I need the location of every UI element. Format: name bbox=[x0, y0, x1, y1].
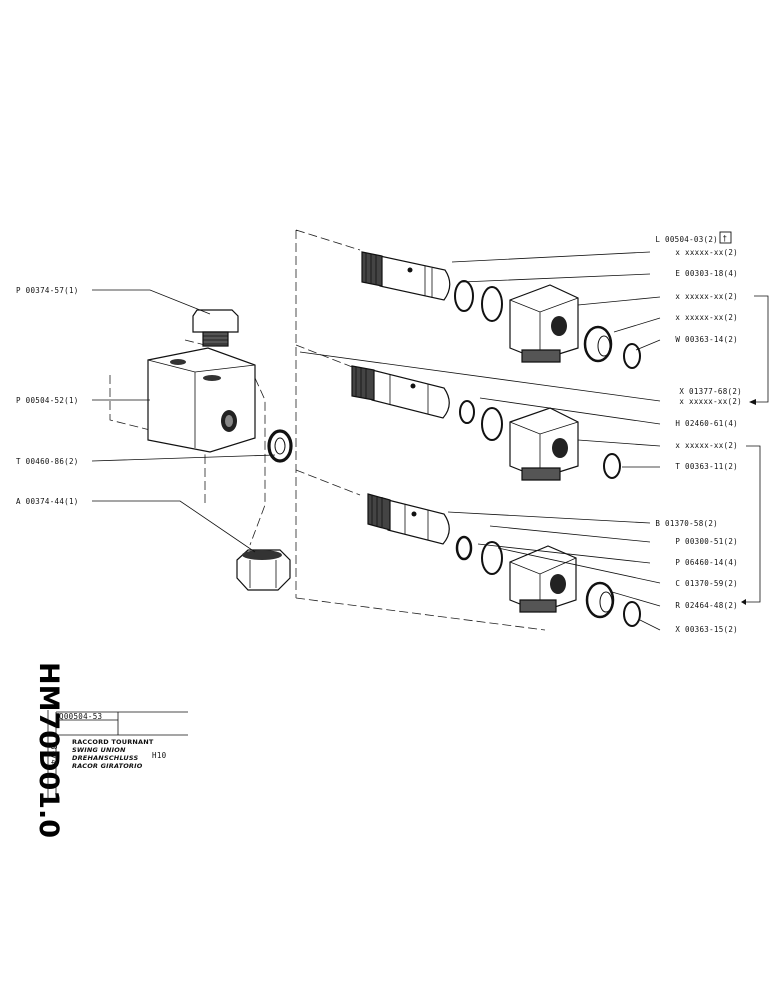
drawing-code: HM70D01.0 bbox=[33, 662, 64, 838]
callout-r6: W 00363-14(2) bbox=[675, 335, 738, 344]
callout-plug: P 00374-57(1) bbox=[16, 286, 79, 295]
title-name-en: SWING UNION bbox=[72, 746, 126, 754]
oring-pair-row-3 bbox=[455, 535, 503, 575]
ring-row-1 bbox=[583, 325, 641, 369]
callout-r2: x xxxxx-xx(2) bbox=[675, 248, 738, 257]
callout-r3: E 00303-18(4) bbox=[675, 269, 738, 278]
callout-r9: H 02460-61(4) bbox=[675, 419, 738, 428]
oring-pair-row-2 bbox=[459, 400, 503, 441]
callout-r8: x xxxxx-xx(2) bbox=[679, 397, 742, 406]
elbow-row-1 bbox=[509, 284, 579, 363]
callout-r10: x xxxxx-xx(2) bbox=[675, 441, 738, 450]
callout-r1: L 00504-03(2) bbox=[655, 235, 718, 244]
shaft-row-2 bbox=[351, 365, 450, 419]
callout-r12: B 01370-58(2) bbox=[655, 519, 718, 528]
callout-r11: T 00363-11(2) bbox=[675, 462, 738, 471]
leader-lines bbox=[91, 251, 661, 631]
title-name-de: DREHANSCHLUSS bbox=[72, 754, 139, 762]
block-part bbox=[147, 347, 256, 453]
title-code: Q00504-53 bbox=[59, 712, 102, 721]
title-name-it: RACCORD TOURNANT bbox=[72, 738, 154, 746]
seal-ring-part bbox=[267, 429, 293, 463]
callout-r16: R 02464-48(2) bbox=[675, 601, 738, 610]
shaft-row-3 bbox=[367, 493, 450, 545]
elbow-row-3 bbox=[509, 545, 577, 613]
callout-r7: X 01377-68(2) bbox=[679, 387, 742, 396]
title-name-es: RACOR GIRATORIO bbox=[72, 762, 143, 770]
ring-row-3 bbox=[585, 581, 641, 627]
plug-part bbox=[192, 309, 239, 347]
title-model: H10 bbox=[152, 751, 167, 760]
callout-seal: T 00460-86(2) bbox=[16, 457, 79, 466]
callout-block: P 00504-52(1) bbox=[16, 396, 79, 405]
flag-box bbox=[719, 231, 732, 244]
callout-r14: P 06460-14(4) bbox=[675, 558, 738, 567]
group-brace-bottom bbox=[746, 445, 761, 603]
callout-r15: C 01370-59(2) bbox=[675, 579, 738, 588]
shaft-row-1 bbox=[361, 251, 451, 301]
callout-r5: x xxxxx-xx(2) bbox=[675, 313, 738, 322]
callout-nut: A 00374-44(1) bbox=[16, 497, 79, 506]
elbow-row-2 bbox=[509, 407, 621, 481]
title-date: 3-74 bbox=[49, 745, 58, 764]
callout-r13: P 00300-51(2) bbox=[675, 537, 738, 546]
callout-r17: X 00363-15(2) bbox=[675, 625, 738, 634]
oring-pair-row-1 bbox=[454, 280, 503, 322]
assembly-bracket-right bbox=[295, 229, 546, 631]
nut-part bbox=[236, 549, 291, 591]
group-brace-top bbox=[754, 295, 769, 403]
title-block: Q00504-53 RACCORD TOURNANT SWING UNION D… bbox=[47, 710, 188, 800]
callout-r4: x xxxxx-xx(2) bbox=[675, 292, 738, 301]
flag-icon: † bbox=[723, 234, 728, 243]
assembly-bracket-left bbox=[109, 339, 266, 546]
